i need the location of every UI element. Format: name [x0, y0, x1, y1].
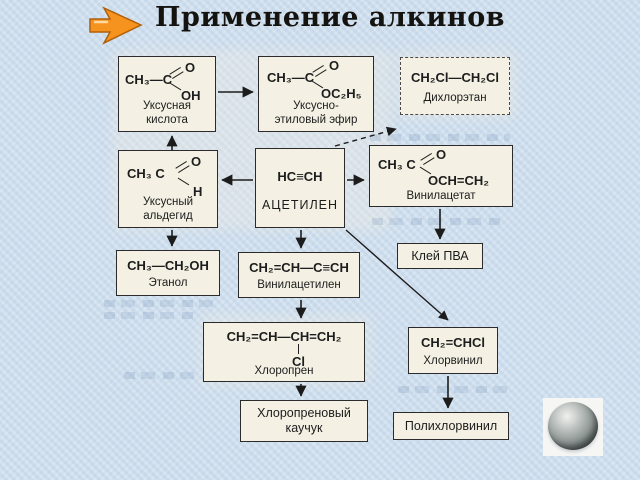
- formula-main: CH₃—C: [125, 72, 173, 87]
- box-label: Хлорвинил: [423, 355, 483, 368]
- formula-main: CH₃—C: [267, 70, 315, 85]
- box-chloroprene-rubber: Хлоропреновый каучук: [240, 400, 368, 442]
- box-label: Этанол: [148, 277, 188, 290]
- double-bond: [169, 67, 184, 79]
- formula: CH₃—CH₂OH: [127, 258, 209, 273]
- box-dichloroethane: CH₂Cl—CH₂Cl Дихлорэтан: [400, 57, 510, 115]
- sphere-image-card: [543, 398, 603, 456]
- metal-sphere-image: [548, 402, 598, 450]
- box-vinylacetylene: CH₂=CH—C≡CH Винилацетилен: [238, 252, 360, 298]
- box-label: Дихлорэтан: [423, 92, 487, 105]
- formula: HC≡CH: [277, 169, 323, 184]
- box-label: Винилацетилен: [257, 279, 341, 292]
- ghost-text: [104, 312, 198, 319]
- single-bond: [298, 344, 299, 354]
- box-label: Уксусно-этиловый эфир: [274, 100, 358, 127]
- slide-title: Применение алкинов: [155, 2, 505, 33]
- box-chloroprene: CH₂=CH—CH=CH₂ Cl Хлоропрен: [203, 322, 365, 382]
- ghost-text: [372, 218, 500, 225]
- formula-bottom: OCH=CH₂: [428, 173, 490, 188]
- box-label: Хлоропреновый каучук: [257, 406, 351, 435]
- ghost-text: [104, 300, 216, 307]
- formula-bottom: OC₂H₅: [321, 86, 362, 101]
- double-bond: [175, 161, 190, 173]
- ghost-text: [398, 386, 514, 393]
- box-label: Полихлорвинил: [404, 418, 498, 433]
- formula-main: CH₃ C: [378, 157, 416, 172]
- formula-top: O: [329, 58, 340, 73]
- formula-top: O: [191, 154, 202, 169]
- orange-arrow-icon: [89, 6, 143, 45]
- substituent-cl: Cl: [292, 354, 305, 369]
- formula: CH₂Cl—CH₂Cl: [410, 70, 500, 85]
- formula-bottom: H: [193, 184, 203, 199]
- box-vinyl-chloride: CH₂=CHCl Хлорвинил: [408, 327, 498, 374]
- single-bond: [177, 177, 190, 186]
- formula-top: O: [185, 60, 196, 75]
- box-ethyl-acetate: CH₃—C O OC₂H₅ Уксусно-этиловый эфир: [258, 56, 374, 132]
- box-pvc: Полихлорвинил: [393, 412, 509, 440]
- box-vinyl-acetate: CH₃ C O OCH=CH₂ Винилацетат: [369, 145, 513, 207]
- formula: CH₂=CH—CH=CH₂: [226, 329, 342, 344]
- formula-bottom: OH: [181, 88, 201, 103]
- box-label: Хлоропрен: [254, 365, 314, 378]
- box-label: АЦЕТИЛЕН: [261, 198, 339, 212]
- formula-top: O: [436, 147, 447, 162]
- single-bond: [419, 166, 432, 175]
- formula-main: CH₃ C: [127, 166, 165, 181]
- formula: CH₂=CH—C≡CH: [249, 260, 349, 275]
- box-acetylene: HC≡CH АЦЕТИЛЕН: [255, 148, 345, 228]
- ghost-text: [124, 372, 210, 379]
- box-label: Винилацетат: [406, 190, 476, 203]
- box-acetaldehyde: CH₃ C O H Уксусный альдегид: [118, 150, 218, 228]
- double-bond: [312, 65, 327, 77]
- box-label: Уксусная кислота: [142, 100, 192, 127]
- box-label: Клей ПВА: [411, 248, 469, 263]
- box-label: Уксусный альдегид: [142, 196, 194, 223]
- ghost-text: [370, 134, 510, 141]
- box-ethanol: CH₃—CH₂OH Этанол: [116, 250, 220, 296]
- box-acetic-acid: CH₃—C O OH Уксусная кислота: [118, 56, 216, 132]
- formula: CH₂=CHCl: [421, 335, 485, 350]
- double-bond: [420, 153, 435, 165]
- box-pva-glue: Клей ПВА: [397, 243, 483, 269]
